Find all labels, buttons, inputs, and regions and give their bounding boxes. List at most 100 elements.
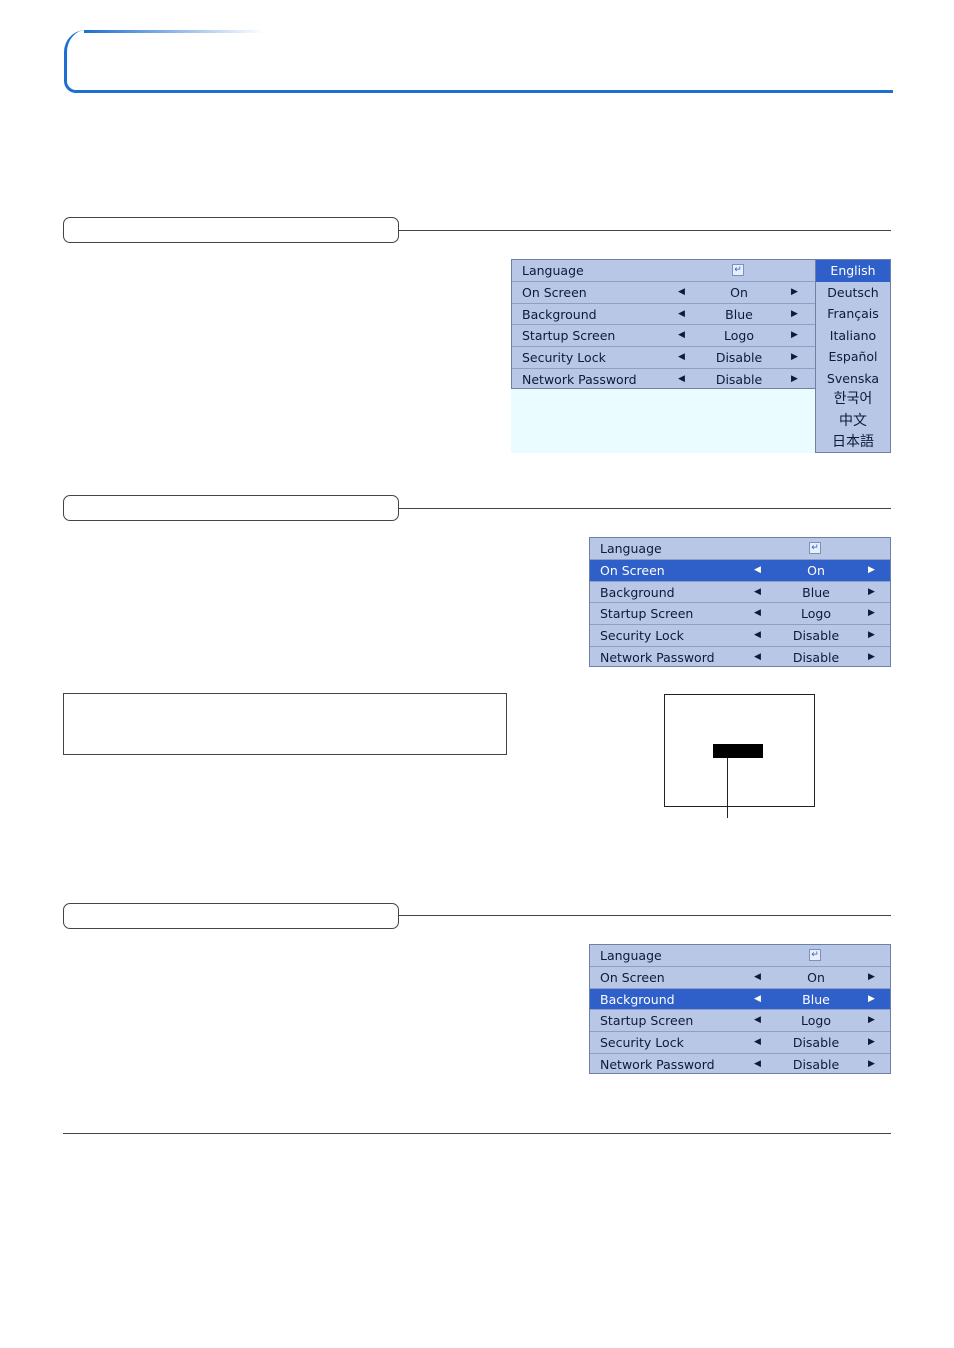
menu-row-value: Disable bbox=[715, 372, 763, 387]
menu-row-on-screen[interactable]: On Screen ◀ On ▶ bbox=[512, 282, 815, 304]
right-arrow-icon[interactable]: ▶ bbox=[868, 1037, 875, 1048]
menu-row-value: Logo bbox=[801, 1013, 831, 1029]
left-arrow-icon[interactable]: ◀ bbox=[754, 652, 761, 662]
language-option[interactable]: 日本語 bbox=[832, 434, 874, 450]
right-arrow-icon[interactable]: ▶ bbox=[791, 330, 798, 341]
right-arrow-icon[interactable]: ▶ bbox=[791, 374, 798, 384]
section-heading-pill bbox=[63, 903, 399, 929]
menu-row-value: Blue bbox=[802, 991, 830, 1007]
left-arrow-icon[interactable]: ◀ bbox=[754, 630, 761, 641]
menu-row-security-lock[interactable]: Security Lock ◀ Disable ▶ bbox=[590, 625, 890, 647]
language-option[interactable]: 中文 bbox=[839, 412, 867, 429]
language-option[interactable]: Svenska bbox=[826, 370, 880, 386]
right-arrow-icon[interactable]: ▶ bbox=[868, 652, 875, 662]
section-divider bbox=[398, 230, 891, 231]
menu-row-network-password[interactable]: Network Password ◀ Disable ▶ bbox=[590, 1054, 890, 1076]
language-option[interactable]: Français bbox=[827, 306, 879, 321]
left-arrow-icon[interactable]: ◀ bbox=[754, 993, 761, 1004]
callout-line bbox=[727, 758, 728, 818]
menu-row-network-password[interactable]: Network Password ◀ Disable ▶ bbox=[512, 369, 815, 391]
left-arrow-icon[interactable]: ◀ bbox=[754, 1059, 761, 1069]
right-arrow-icon[interactable]: ▶ bbox=[868, 993, 875, 1004]
menu-row-label: Network Password bbox=[600, 1057, 715, 1072]
menu-row-value: Disable bbox=[792, 1035, 840, 1051]
menu-empty-panel bbox=[511, 387, 816, 453]
section-heading-pill bbox=[63, 495, 399, 521]
right-arrow-icon[interactable]: ▶ bbox=[868, 564, 875, 575]
enter-key-icon: ↵ bbox=[809, 542, 821, 554]
menu-row-label: Language bbox=[600, 948, 662, 963]
right-arrow-icon[interactable]: ▶ bbox=[868, 630, 875, 641]
menu-row-language[interactable]: Language ↵ bbox=[512, 260, 815, 282]
menu-row-value: On bbox=[807, 969, 825, 985]
left-arrow-icon[interactable]: ◀ bbox=[754, 1037, 761, 1048]
menu-row-label: Security Lock bbox=[600, 1035, 684, 1051]
right-arrow-icon[interactable]: ▶ bbox=[868, 971, 875, 982]
menu-row-language[interactable]: Language ↵ bbox=[590, 945, 890, 967]
menu-row-value: Disable bbox=[792, 628, 840, 644]
menu-row-label: On Screen bbox=[522, 284, 587, 300]
menu-row-label: Startup Screen bbox=[522, 328, 616, 344]
osd-menu-background[interactable]: Language ↵ On Screen ◀ On ▶ Background ◀… bbox=[589, 944, 891, 1074]
menu-row-security-lock[interactable]: Security Lock ◀ Disable ▶ bbox=[590, 1032, 890, 1054]
menu-row-value: Logo bbox=[801, 606, 831, 622]
menu-row-security-lock[interactable]: Security Lock ◀ Disable ▶ bbox=[512, 347, 815, 369]
language-list[interactable]: English Deutsch Français Italiano Españo… bbox=[815, 259, 891, 453]
menu-row-value: Blue bbox=[725, 306, 753, 322]
menu-row-on-screen[interactable]: On Screen ◀ On ▶ bbox=[590, 967, 890, 989]
menu-row-value: Disable bbox=[715, 350, 763, 366]
language-option[interactable]: Italiano bbox=[829, 327, 877, 343]
section-divider bbox=[398, 508, 891, 509]
osd-menu-language[interactable]: Language ↵ On Screen ◀ On ▶ Background ◀… bbox=[511, 259, 816, 389]
menu-row-label: Background bbox=[522, 306, 597, 322]
menu-row-label: On Screen bbox=[600, 562, 665, 578]
right-arrow-icon[interactable]: ▶ bbox=[868, 1015, 875, 1026]
left-arrow-icon[interactable]: ◀ bbox=[754, 608, 761, 619]
menu-row-label: Security Lock bbox=[600, 628, 684, 644]
menu-row-background[interactable]: Background ◀ Blue ▶ bbox=[512, 304, 815, 326]
menu-row-label: Language bbox=[522, 263, 584, 278]
menu-row-label: Background bbox=[600, 991, 675, 1007]
right-arrow-icon[interactable]: ▶ bbox=[791, 286, 798, 297]
menu-row-value: On bbox=[730, 284, 748, 300]
menu-row-label: Startup Screen bbox=[600, 1013, 694, 1029]
language-option[interactable]: 한국어 bbox=[833, 391, 873, 407]
menu-row-label: Security Lock bbox=[522, 350, 606, 366]
right-arrow-icon[interactable]: ▶ bbox=[868, 586, 875, 597]
left-arrow-icon[interactable]: ◀ bbox=[678, 374, 685, 384]
menu-row-background[interactable]: Background ◀ Blue ▶ bbox=[590, 582, 890, 604]
menu-row-value: Logo bbox=[724, 328, 754, 344]
page-header-frame bbox=[64, 30, 893, 93]
left-arrow-icon[interactable]: ◀ bbox=[678, 330, 685, 341]
menu-row-startup-screen[interactable]: Startup Screen ◀ Logo ▶ bbox=[590, 1010, 890, 1033]
menu-row-on-screen[interactable]: On Screen ◀ On ▶ bbox=[590, 559, 890, 582]
menu-row-value: On bbox=[807, 562, 825, 578]
section-heading-pill bbox=[63, 217, 399, 243]
language-option[interactable]: Deutsch bbox=[827, 284, 879, 300]
menu-row-background[interactable]: Background ◀ Blue ▶ bbox=[590, 988, 890, 1011]
menu-row-network-password[interactable]: Network Password ◀ Disable ▶ bbox=[590, 647, 890, 669]
right-arrow-icon[interactable]: ▶ bbox=[868, 1059, 875, 1069]
menu-row-value: Blue bbox=[802, 584, 830, 600]
left-arrow-icon[interactable]: ◀ bbox=[678, 286, 685, 297]
menu-row-language[interactable]: Language ↵ bbox=[590, 538, 890, 560]
left-arrow-icon[interactable]: ◀ bbox=[678, 352, 685, 363]
menu-row-startup-screen[interactable]: Startup Screen ◀ Logo ▶ bbox=[590, 603, 890, 626]
left-arrow-icon[interactable]: ◀ bbox=[678, 308, 685, 319]
right-arrow-icon[interactable]: ▶ bbox=[791, 352, 798, 363]
page-header-accent bbox=[84, 30, 264, 33]
menu-row-startup-screen[interactable]: Startup Screen ◀ Logo ▶ bbox=[512, 325, 815, 348]
left-arrow-icon[interactable]: ◀ bbox=[754, 564, 761, 575]
language-option[interactable]: English bbox=[816, 260, 890, 282]
right-arrow-icon[interactable]: ▶ bbox=[868, 608, 875, 619]
menu-row-label: Background bbox=[600, 584, 675, 600]
menu-row-label: Startup Screen bbox=[600, 606, 694, 622]
right-arrow-icon[interactable]: ▶ bbox=[791, 308, 798, 319]
language-option[interactable]: Español bbox=[828, 349, 878, 364]
osd-menu-on-screen[interactable]: Language ↵ On Screen ◀ On ▶ Background ◀… bbox=[589, 537, 891, 667]
left-arrow-icon[interactable]: ◀ bbox=[754, 586, 761, 597]
left-arrow-icon[interactable]: ◀ bbox=[754, 1015, 761, 1026]
menu-row-value: Disable bbox=[792, 650, 840, 665]
menu-row-label: Network Password bbox=[600, 650, 715, 665]
left-arrow-icon[interactable]: ◀ bbox=[754, 971, 761, 982]
